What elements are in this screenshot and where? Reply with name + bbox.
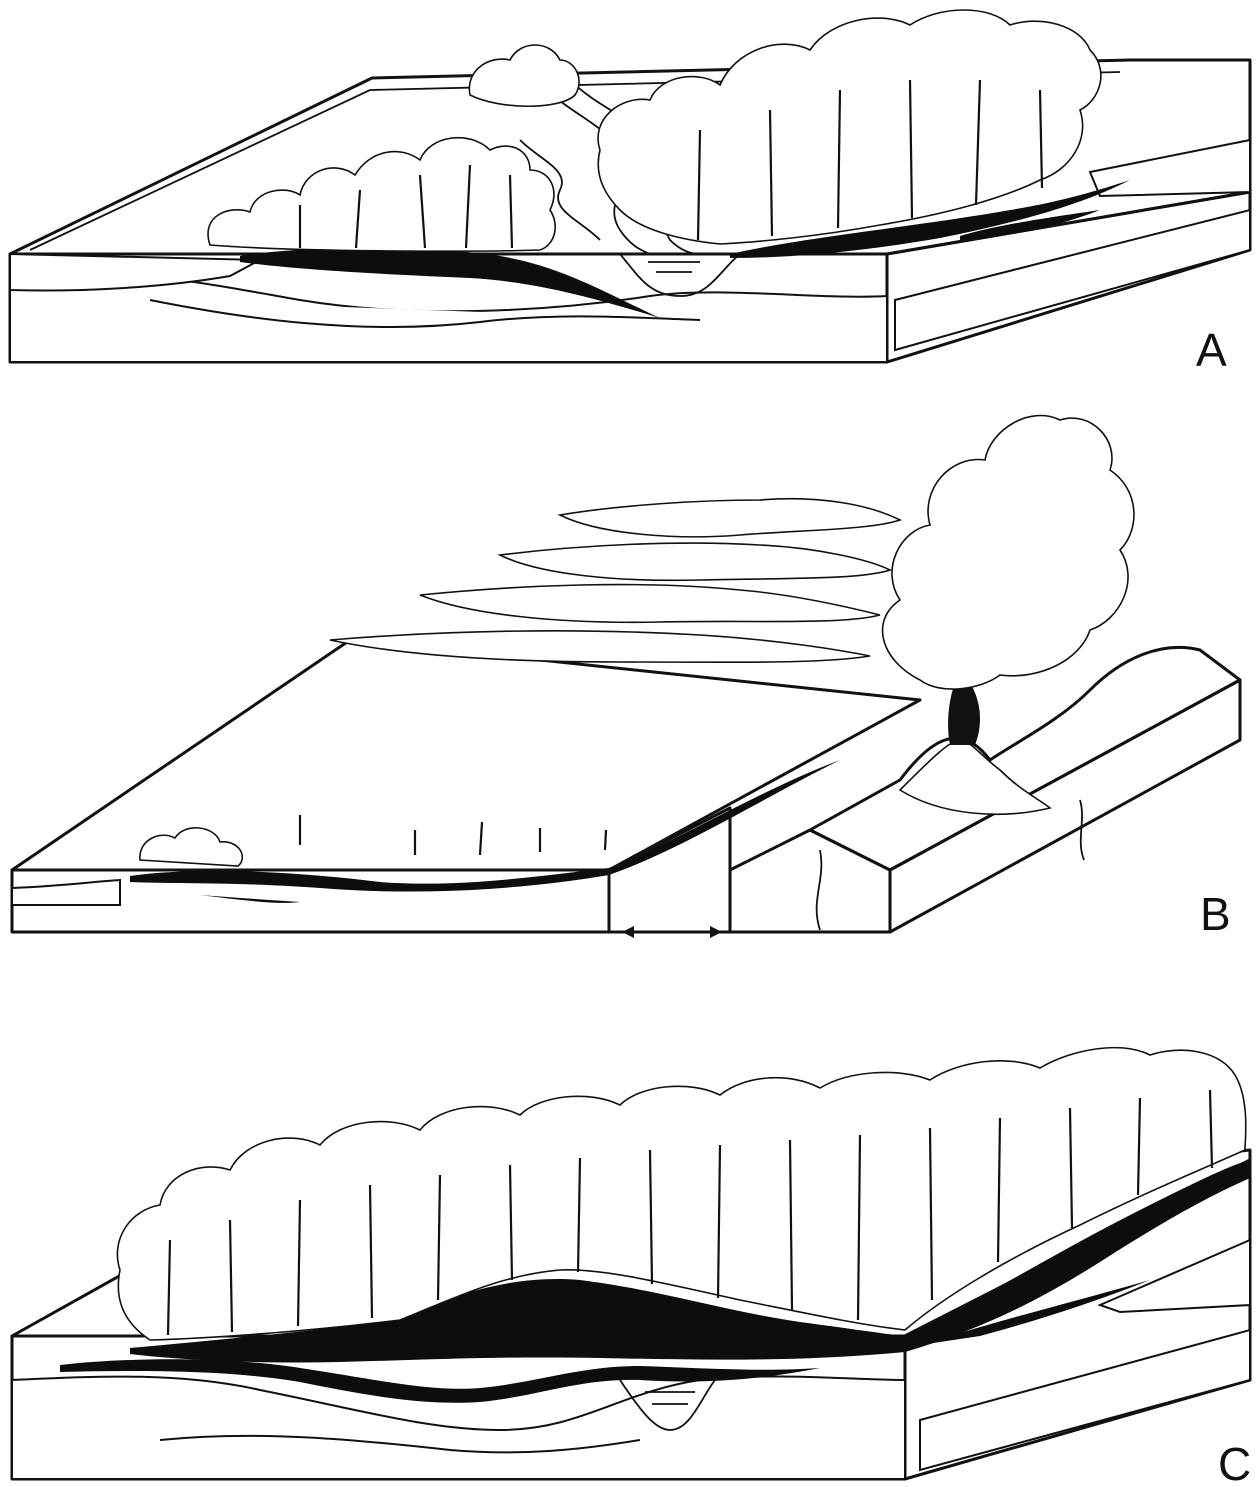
forest-a-left	[208, 138, 555, 251]
separation-arrow	[622, 926, 722, 938]
buried-stumps	[140, 815, 606, 866]
eruption-plume	[330, 416, 1134, 745]
panel-label-c: C	[1218, 1438, 1251, 1487]
panel-a: A	[10, 10, 1250, 376]
panel-label-a: A	[1196, 324, 1227, 376]
forest-c	[117, 1048, 1245, 1340]
volcano-cone	[900, 740, 1050, 814]
panel-b: B	[12, 416, 1240, 940]
panel-c: C	[12, 1048, 1251, 1487]
panel-label-b: B	[1200, 888, 1231, 940]
